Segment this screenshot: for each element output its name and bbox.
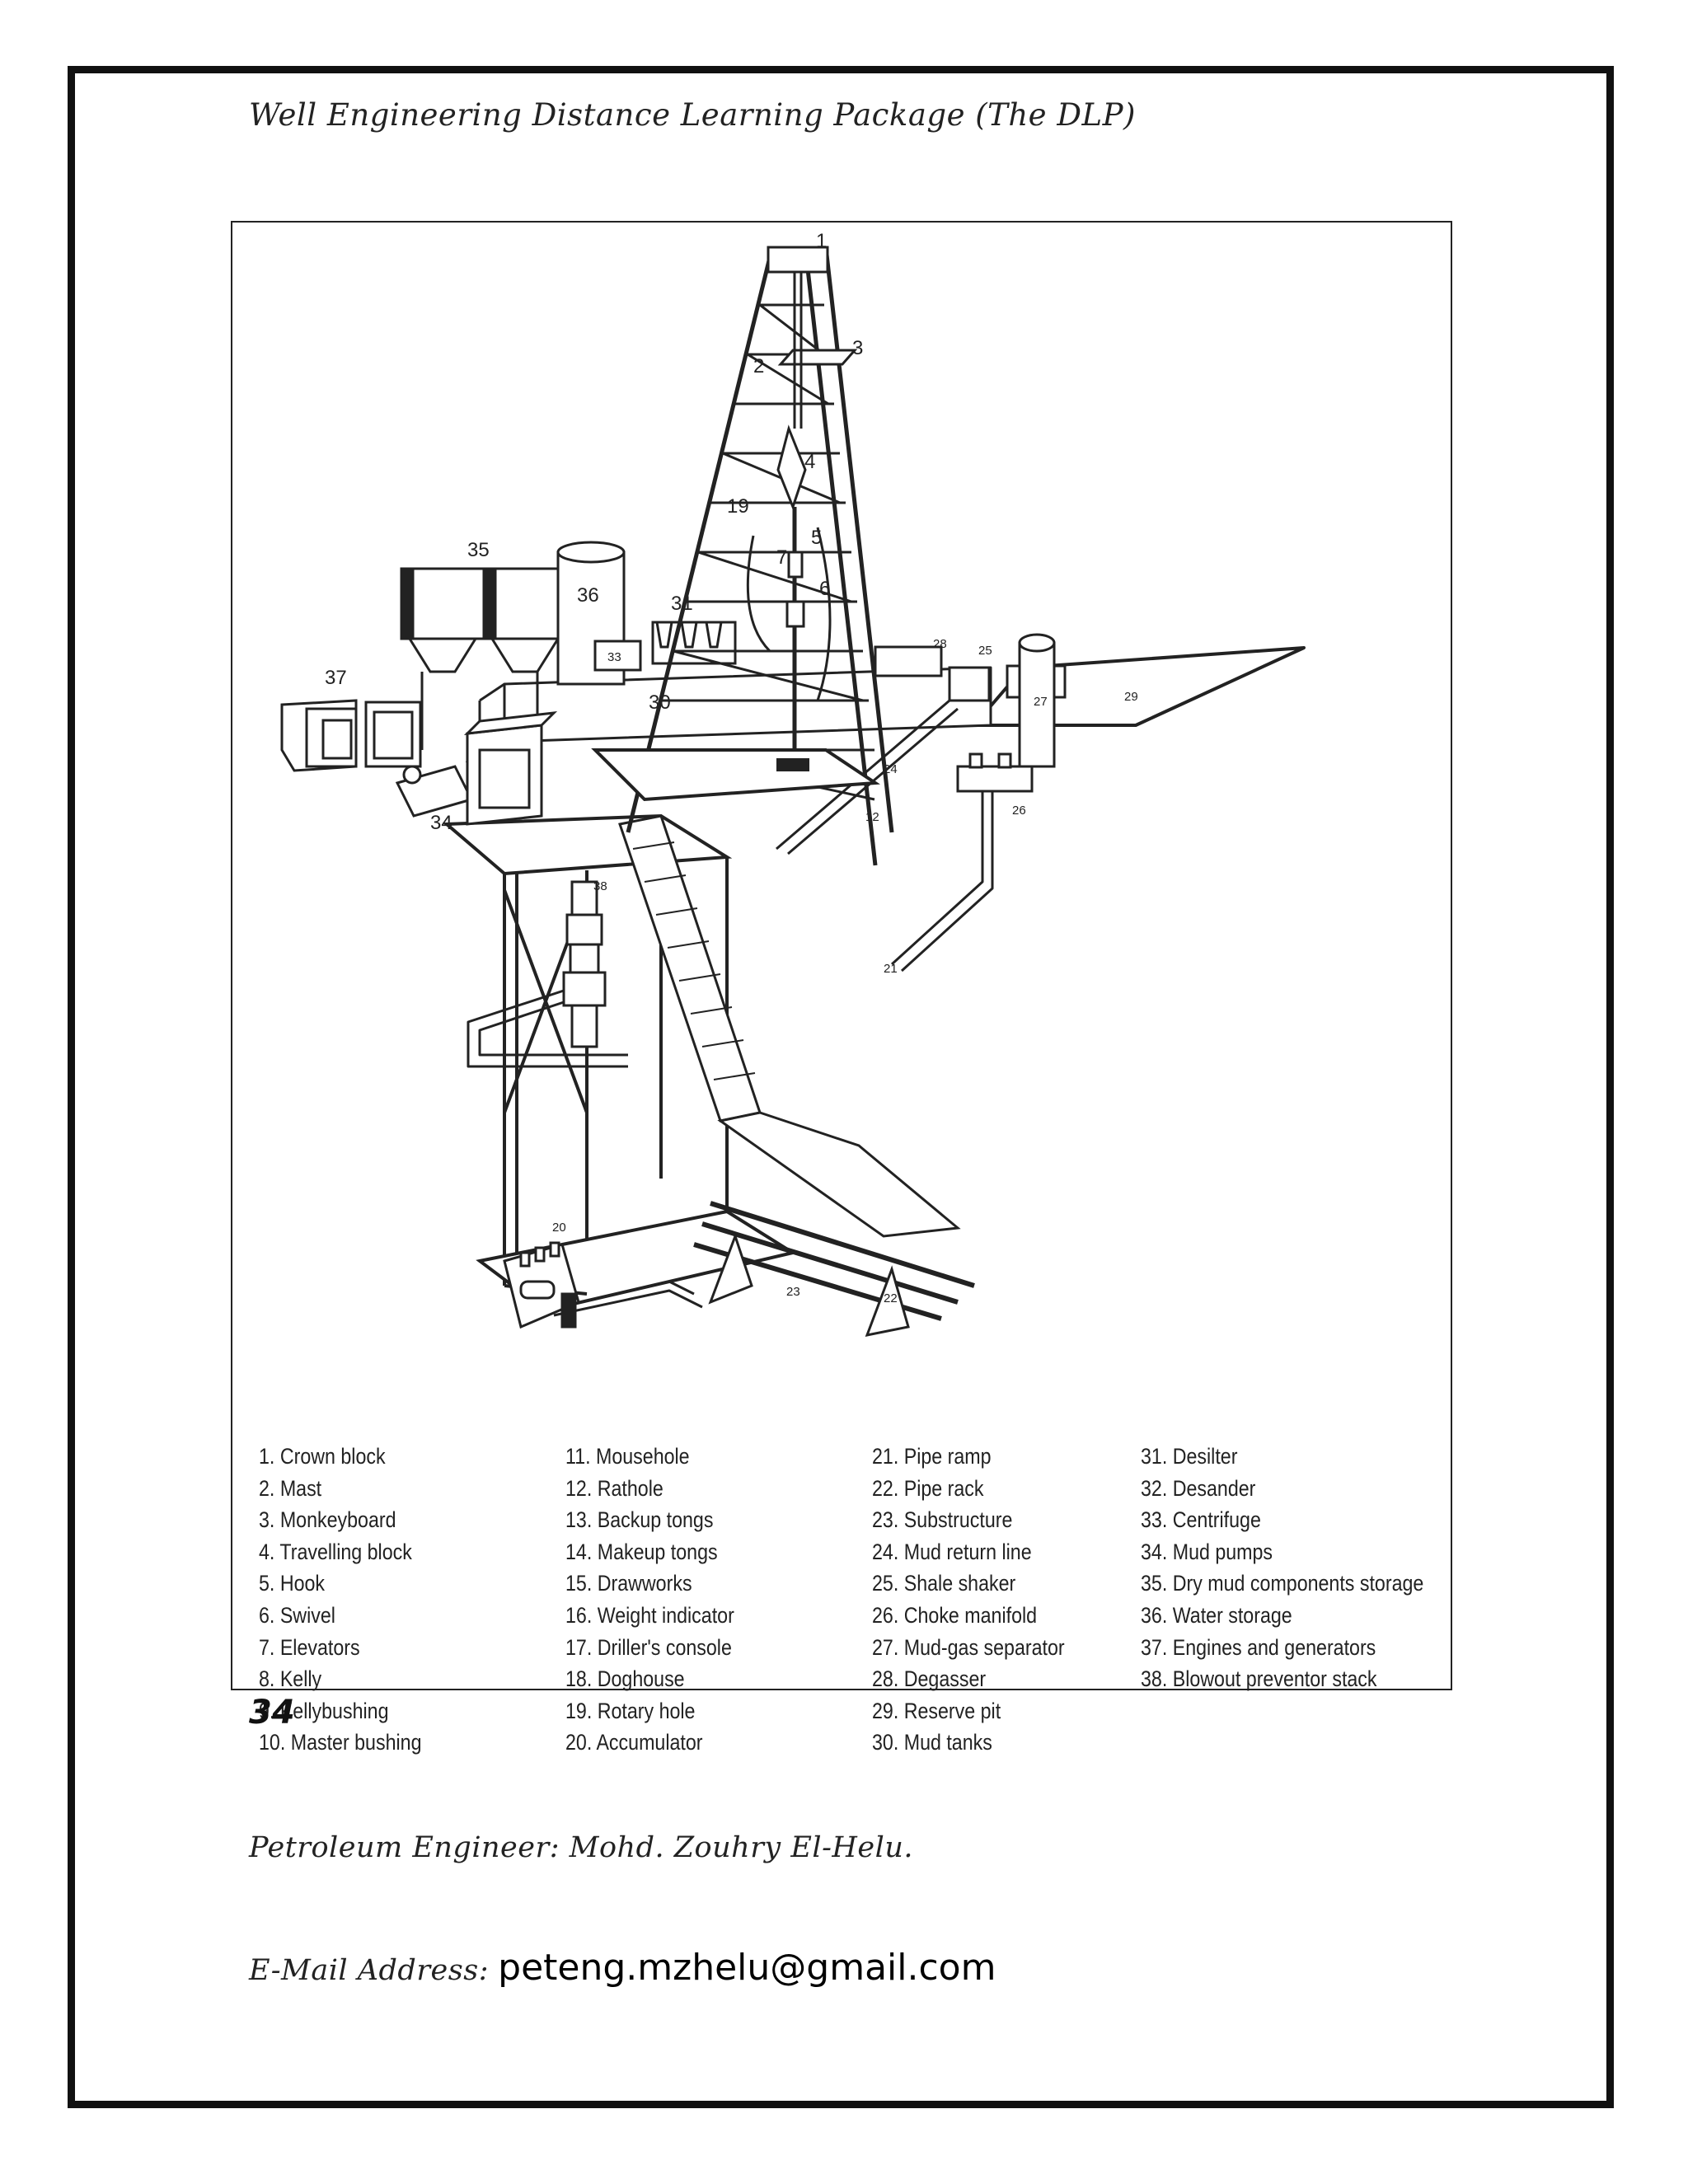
legend-item: 10. Master bushing (259, 1730, 422, 1755)
legend-item: 18. Doghouse (565, 1666, 685, 1692)
legend-column-2: 11. Mousehole 12. Rathole 13. Backup ton… (565, 1441, 734, 1759)
callout-2: 2 (753, 355, 764, 377)
legend-item: 21. Pipe ramp (872, 1444, 992, 1469)
legend-item: 37. Engines and generators (1141, 1634, 1376, 1660)
legend-item: 5. Hook (259, 1571, 326, 1596)
callout-33: 33 (607, 650, 621, 664)
legend-item: 27. Mud-gas separator (872, 1634, 1065, 1660)
legend-item: 2. Mast (259, 1475, 322, 1501)
legend-item: 28. Degasser (872, 1666, 987, 1692)
legend-item: 35. Dry mud components storage (1141, 1571, 1424, 1596)
legend-item: 16. Weight indicator (565, 1602, 734, 1628)
drilling-rig-illustration: 1 2 3 4 5 6 7 19 35 36 31 37 30 34 12 20… (280, 230, 1306, 1338)
callout-21: 21 (884, 962, 898, 976)
legend-item: 38. Blowout preventor stack (1141, 1666, 1377, 1692)
legend-item: 22. Pipe rack (872, 1475, 984, 1501)
legend-item: 14. Makeup tongs (565, 1539, 718, 1564)
legend-item: 31. Desilter (1141, 1444, 1238, 1469)
legend-item: 1. Crown block (259, 1444, 386, 1469)
callout-24: 24 (884, 762, 898, 776)
legend-item: 23. Substructure (872, 1507, 1013, 1533)
legend-column-3: 21. Pipe ramp 22. Pipe rack 23. Substruc… (872, 1441, 1065, 1759)
callout-12: 12 (865, 810, 879, 824)
callout-36: 36 (577, 584, 599, 607)
callout-3: 3 (852, 337, 863, 359)
callout-4: 4 (804, 451, 815, 473)
email-label: E-Mail Address: (249, 1954, 489, 1987)
callout-30: 30 (649, 691, 671, 714)
email-line: E-Mail Address: peteng.mzhelu@gmail.com (249, 1947, 996, 1989)
callout-20: 20 (552, 1221, 566, 1235)
callout-31: 31 (671, 593, 693, 615)
legend-item: 3. Monkeyboard (259, 1507, 396, 1533)
page-border (68, 66, 1614, 2108)
callout-5: 5 (811, 527, 822, 549)
callout-7: 7 (776, 546, 787, 569)
callout-25: 25 (978, 644, 992, 658)
legend-item: 17. Driller's console (565, 1634, 732, 1660)
legend-item: 30. Mud tanks (872, 1730, 992, 1755)
legend-item: 13. Backup tongs (565, 1507, 714, 1533)
callout-26: 26 (1012, 804, 1026, 818)
callout-22: 22 (884, 1291, 898, 1305)
legend-item: 19. Rotary hole (565, 1698, 696, 1723)
legend-item: 12. Rathole (565, 1475, 663, 1501)
legend-column-1: 1. Crown block 2. Mast 3. Monkeyboard 4.… (259, 1441, 421, 1759)
legend-item: 34. Mud pumps (1141, 1539, 1273, 1564)
legend-item: 4. Travelling block (259, 1539, 412, 1564)
legend-item: 20. Accumulator (565, 1730, 703, 1755)
page-number: 34 (249, 1694, 295, 1732)
legend-item: 29. Reserve pit (872, 1698, 1001, 1723)
callout-38: 38 (593, 879, 607, 893)
callout-6: 6 (819, 578, 830, 600)
legend-column-4: 31. Desilter 32. Desander 33. Centrifuge… (1141, 1441, 1423, 1695)
author-line: Petroleum Engineer: Mohd. Zouhry El-Helu… (249, 1831, 914, 1864)
callout-28: 28 (933, 637, 947, 651)
email-address: peteng.mzhelu@gmail.com (498, 1947, 996, 1989)
callout-35: 35 (467, 539, 490, 561)
callout-34: 34 (430, 812, 452, 834)
document-header: Well Engineering Distance Learning Packa… (249, 97, 1136, 133)
legend-item: 7. Elevators (259, 1634, 360, 1660)
legend-item: 15. Drawworks (565, 1571, 692, 1596)
legend-item: 11. Mousehole (565, 1444, 690, 1469)
legend-item: 26. Choke manifold (872, 1602, 1038, 1628)
callout-29: 29 (1124, 690, 1138, 704)
callout-27: 27 (1034, 695, 1048, 709)
callout-19: 19 (727, 495, 749, 518)
legend-item: 9. Kellybushing (259, 1698, 389, 1723)
legend-item: 25. Shale shaker (872, 1571, 1016, 1596)
legend-item: 8. Kelly (259, 1666, 322, 1692)
legend-item: 32. Desander (1141, 1475, 1256, 1501)
legend-item: 24. Mud return line (872, 1539, 1032, 1564)
callout-23: 23 (786, 1285, 800, 1299)
callout-1: 1 (816, 230, 827, 252)
legend-item: 33. Centrifuge (1141, 1507, 1261, 1533)
legend-item: 36. Water storage (1141, 1602, 1292, 1628)
drilling-rig-figure: 1 2 3 4 5 6 7 19 35 36 31 37 30 34 12 20… (231, 221, 1452, 1755)
legend-item: 6. Swivel (259, 1602, 335, 1628)
callout-37: 37 (325, 667, 347, 689)
